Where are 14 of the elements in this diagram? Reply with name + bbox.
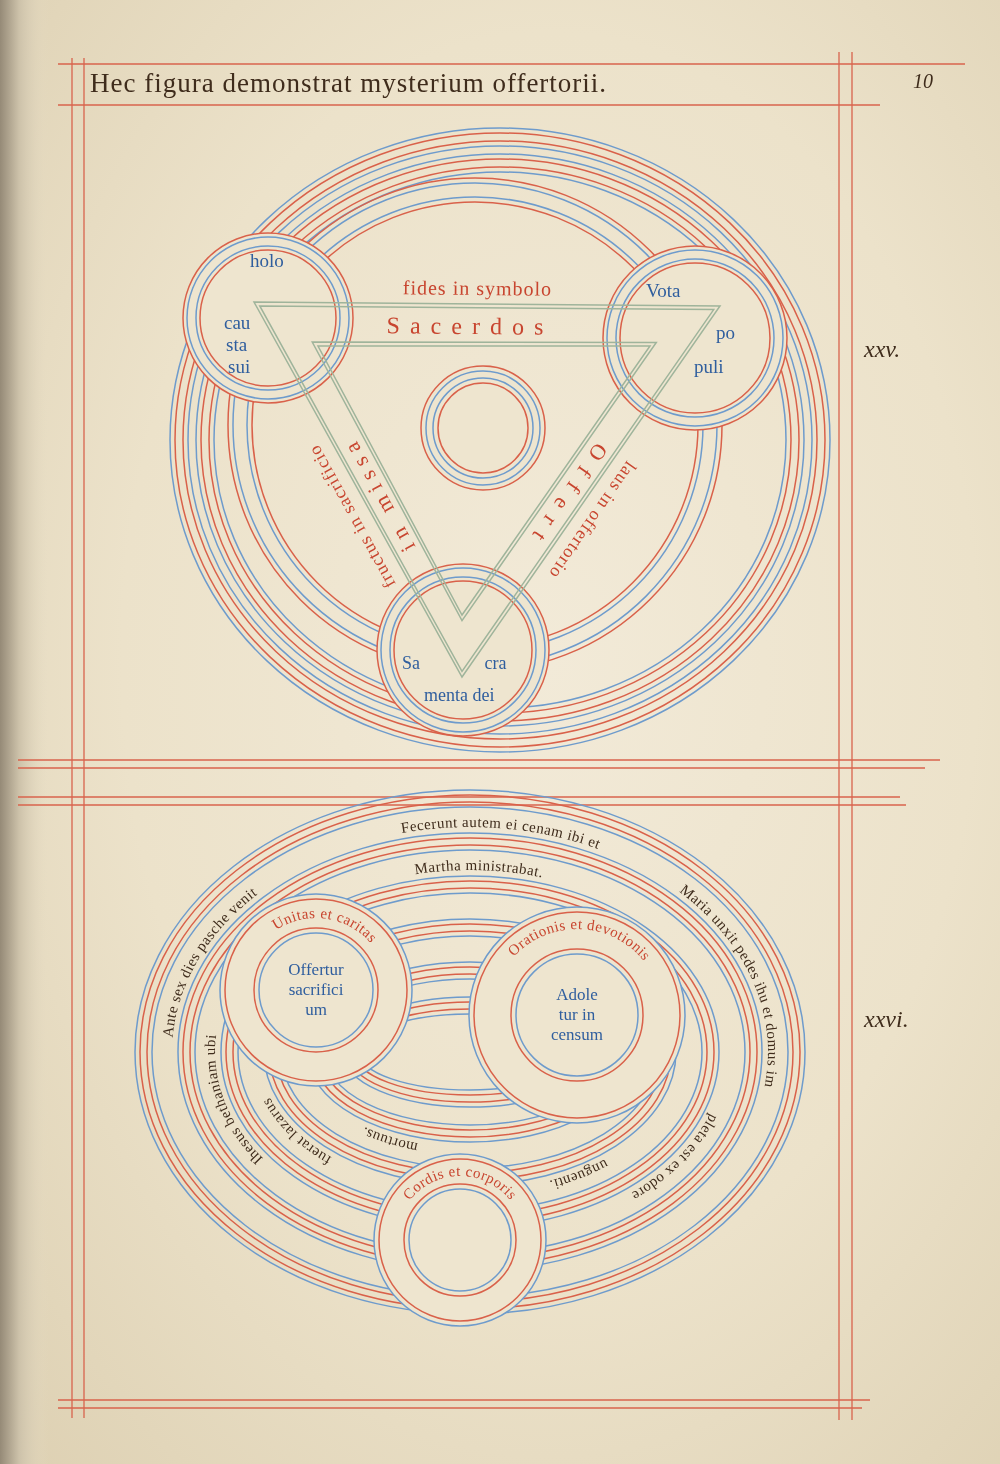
inscription: holo cau sta sui — [224, 250, 284, 378]
arc-inscription: Fecerunt autem ei cenam ibi et — [399, 814, 603, 852]
inscription: Offertur sacrifici um — [287, 960, 345, 1020]
inscription: Sa cra menta dei — [402, 652, 507, 706]
arc-inscription: Martha ministrabat. — [413, 856, 545, 881]
title: Hec figura demonstrat mysterium offertorii. — [90, 68, 608, 100]
margin-numeral: xxv. — [864, 336, 901, 364]
margin-numeral: xxvi. — [864, 1006, 909, 1034]
inscription: Adole tur in censum — [550, 985, 604, 1045]
side-inscription: fides in symbolo — [401, 277, 553, 299]
band-inscription: Sacerdos — [385, 313, 554, 339]
arc-inscription: mortuus. — [358, 1124, 419, 1157]
inscription: Vota po puli — [646, 280, 735, 378]
page-number: 10 — [913, 70, 933, 93]
